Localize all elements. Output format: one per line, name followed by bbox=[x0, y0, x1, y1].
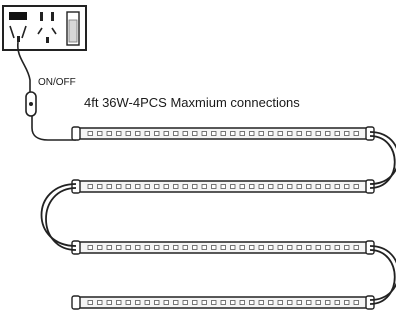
led-tube-light-group bbox=[71, 126, 375, 310]
diagram-caption: 4ft 36W-4PCS Maxmium connections bbox=[84, 95, 300, 110]
led-tube-light-icon bbox=[71, 295, 375, 310]
led-tube-light-icon bbox=[71, 179, 375, 194]
led-tube-light-icon bbox=[71, 126, 375, 141]
inline-switch-icon bbox=[25, 91, 37, 117]
power-cable bbox=[17, 41, 76, 141]
switch-label: ON/OFF bbox=[38, 77, 76, 88]
led-tube-light-icon bbox=[71, 240, 375, 255]
power-socket-icon bbox=[2, 5, 87, 51]
connector-cable-icon bbox=[40, 131, 396, 305]
